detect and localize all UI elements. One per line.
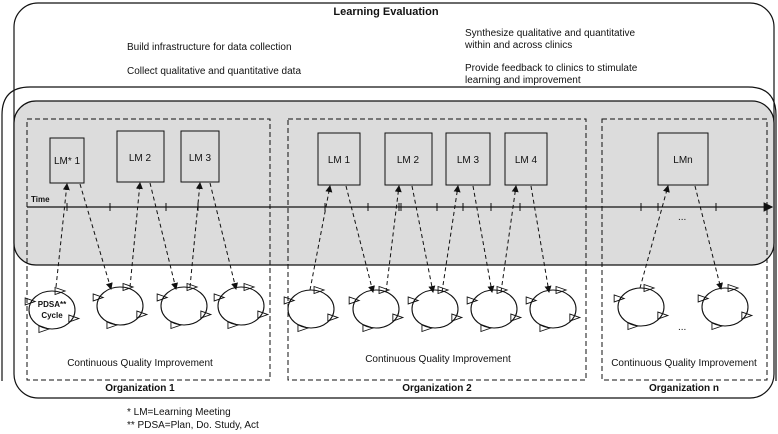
learning-meeting-box: LMn [657,132,709,186]
dashed-arrow [530,185,552,293]
footnote-pdsa: ** PDSA=Plan, Do. Study, Act [127,420,259,431]
activity-collect-data: Collect qualitative and quantitative dat… [127,66,301,77]
pdsa-label-line1: PDSA** [38,300,67,309]
learning-meeting-label: LMn [673,155,692,166]
dashed-arrow [639,185,670,289]
learning-meeting-label: LM 3 [457,155,480,166]
dashed-arrow [129,182,143,288]
pdsa-cycle [213,282,270,330]
learning-meeting-box: LM 2 [384,132,433,186]
activity-build-infrastructure: Build infrastructure for data collection [127,42,292,53]
pdsa-cycle [525,285,582,333]
dashed-arrow [441,185,461,293]
learning-meeting-box: LM 3 [180,130,220,183]
cqi-label-org-2: Continuous Quality Improvement [365,354,511,365]
learning-meeting-label: LM 4 [515,155,538,166]
cqi-label-org-n: Continuous Quality Improvement [611,358,757,369]
pdsa-cycles [24,282,754,334]
dashed-arrow [500,185,519,293]
dashed-arrow [309,185,333,291]
organization-1-box [26,118,271,381]
pdsa-cycle [613,283,670,331]
pdsa-cycle [466,285,523,333]
pdsa-cycle [283,285,340,333]
learning-evaluation-title: Learning Evaluation [333,6,438,18]
dashed-arrow [55,183,70,288]
pdsa-cycle [24,286,81,334]
learning-meeting-box: LM 3 [445,132,491,186]
learning-meeting-label: LM 1 [328,155,351,166]
cycles-ellipsis: ... [678,322,686,333]
activity-feedback-line2: learning and improvement [465,75,581,86]
organization-2-name: Organization 2 [402,383,472,394]
dashed-arrow [345,185,375,293]
pdsa-label-line2: Cycle [41,311,63,320]
organization-1-name: Organization 1 [105,383,175,394]
footnote-lm: * LM=Learning Meeting [127,407,231,418]
learning-meeting-label: LM 3 [189,153,212,164]
learning-meeting-box: LM 1 [317,132,361,186]
organization-2-box [287,118,587,381]
pdsa-cycle [92,282,149,330]
dashed-arrow [79,183,113,290]
pdsa-cycle [407,285,464,333]
pdsa-cycle [348,285,405,333]
learning-arrows [55,182,723,293]
learning-meeting-box: LM* 1 [49,137,85,184]
evaluation-inner-boundary [1,86,777,381]
activity-feedback-line1: Provide feedback to clinics to stimulate [465,63,638,74]
learning-meeting-label: LM 2 [129,153,152,164]
learning-meeting-label: LM* 1 [54,156,81,167]
activity-synthesize-line1: Synthesize qualitative and quantitative [465,28,636,39]
time-label: Time [31,195,50,204]
time-ellipsis: ... [678,212,686,223]
pdsa-cycle [156,282,213,330]
dashed-arrow [472,185,495,293]
dashed-arrow [189,182,203,288]
pdsa-cycle [697,283,754,331]
learning-meeting-box: LM 4 [504,132,548,186]
dashed-arrow [694,185,723,290]
organization-n-box [601,118,768,381]
learning-meeting-label: LM 2 [397,155,420,166]
organization-n-name: Organization n [649,383,719,394]
activity-synthesize-line2: within and across clinics [464,40,572,51]
cqi-label-org-1: Continuous Quality Improvement [67,358,213,369]
learning-meeting-box: LM 2 [116,130,165,183]
dashed-arrow [385,185,402,293]
